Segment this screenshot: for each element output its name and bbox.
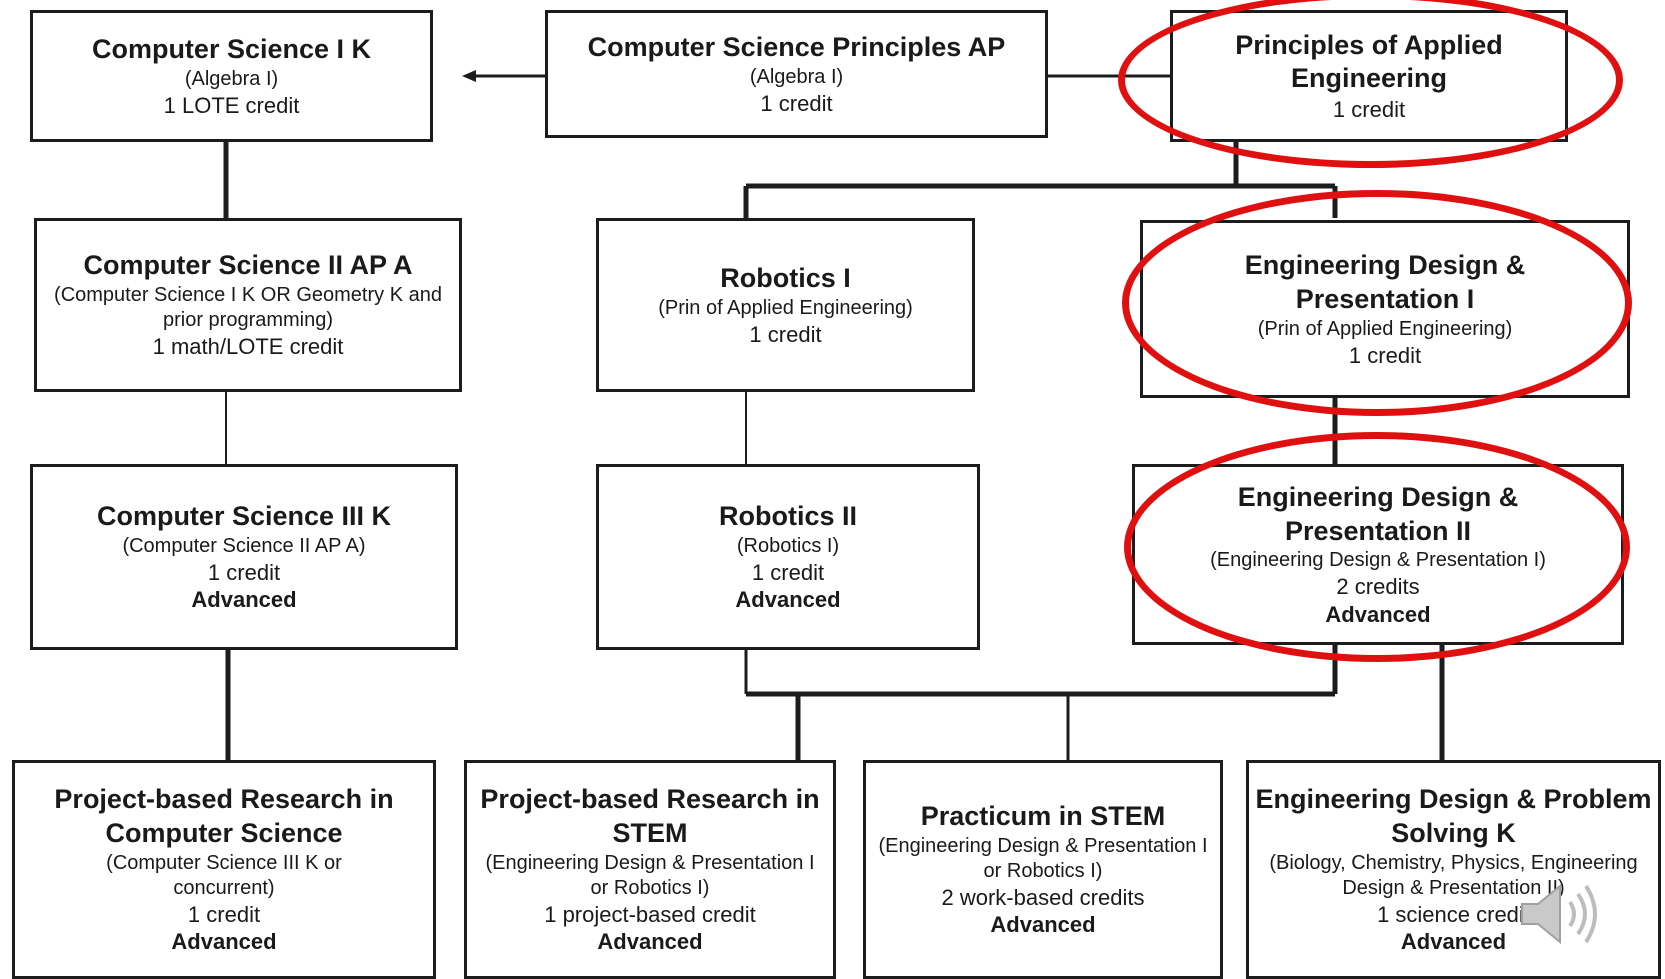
course-level: Advanced — [597, 929, 703, 955]
course-prereq: (Computer Science III K or concurrent) — [106, 851, 342, 899]
course-credit: 1 science credit — [1377, 901, 1530, 927]
course-level: Advanced — [1400, 929, 1507, 955]
course-title: Computer Science II AP A — [83, 250, 413, 281]
course-title: Robotics I — [720, 262, 851, 293]
course-pbrcs: Project-based Research in Computer Scien… — [12, 760, 436, 979]
course-title: Project-based Research in STEM — [480, 784, 820, 848]
course-prereq: (Computer Science II AP A) — [122, 534, 366, 557]
course-credit: 1 math/LOTE credit — [152, 334, 344, 360]
course-prereq: (Engineering Design & Presentation I or … — [485, 851, 815, 899]
course-cs1k: Computer Science I K (Algebra I) 1 LOTE … — [30, 10, 433, 142]
highlight-circle-edp1 — [1122, 190, 1632, 416]
course-title: Computer Science Principles AP — [587, 31, 1006, 62]
course-cs2: Computer Science II AP A (Computer Scien… — [34, 218, 462, 392]
highlight-circle-edp2 — [1124, 432, 1630, 662]
course-credit: 1 credit — [187, 901, 261, 927]
course-title: Project-based Research in Computer Scien… — [54, 784, 394, 848]
course-credit: 1 credit — [207, 559, 281, 585]
course-prereq: (Algebra I) — [749, 65, 844, 88]
course-level: Advanced — [735, 587, 841, 613]
course-credit: 1 LOTE credit — [163, 92, 300, 118]
course-level: Advanced — [171, 929, 277, 955]
speaker-icon[interactable] — [1518, 878, 1602, 950]
course-title: Computer Science I K — [91, 33, 372, 64]
course-credit: 1 credit — [760, 90, 833, 116]
course-title: Robotics II — [718, 501, 857, 532]
course-prereq: (Computer Science I K OR Geometry K and … — [54, 284, 442, 332]
course-credit: 1 credit — [751, 559, 825, 585]
course-prereq: (Algebra I) — [184, 67, 279, 90]
course-rob1: Robotics I (Prin of Applied Engineering)… — [596, 218, 975, 392]
course-title: Practicum in STEM — [920, 801, 1166, 832]
course-rob2: Robotics II (Robotics I) 1 credit Advanc… — [596, 464, 980, 650]
course-prereq: (Biology, Chemistry, Physics, Engineerin… — [1269, 851, 1638, 899]
course-pbrstem: Project-based Research in STEM (Engineer… — [464, 760, 836, 979]
course-csp: Computer Science Principles AP (Algebra … — [545, 10, 1048, 138]
course-level: Advanced — [990, 912, 1096, 938]
course-edps: Engineering Design & Problem Solving K (… — [1246, 760, 1661, 979]
course-title: Engineering Design & Problem Solving K — [1255, 784, 1652, 848]
course-prereq: (Engineering Design & Presentation I or … — [878, 834, 1208, 882]
course-level: Advanced — [191, 587, 297, 613]
course-title: Computer Science III K — [96, 501, 392, 532]
course-prereq: (Robotics I) — [736, 534, 840, 557]
course-cs3: Computer Science III K (Computer Science… — [30, 464, 458, 650]
course-credit: 1 project-based credit — [544, 901, 756, 927]
course-credit: 2 work-based credits — [941, 884, 1145, 910]
course-prac: Practicum in STEM (Engineering Design & … — [863, 760, 1223, 979]
highlight-circle-pae — [1118, 0, 1623, 168]
arrow-head-icon — [462, 70, 476, 82]
course-prereq: (Prin of Applied Engineering) — [658, 296, 913, 319]
course-credit: 1 credit — [749, 321, 822, 347]
